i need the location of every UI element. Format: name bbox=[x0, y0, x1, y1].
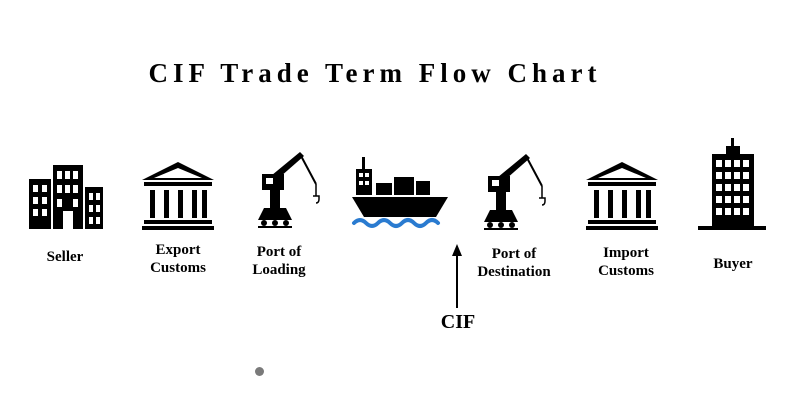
label-port-of-destination: Port of Destination bbox=[477, 245, 550, 281]
label-line: Import bbox=[603, 245, 649, 261]
label-line: Destination bbox=[477, 264, 551, 280]
office-building-icon bbox=[29, 165, 103, 229]
customs-building-icon bbox=[142, 162, 214, 230]
label-import-customs: Import Customs bbox=[598, 244, 654, 280]
up-arrow-icon bbox=[452, 244, 462, 308]
customs-building-icon bbox=[586, 162, 658, 230]
label-line: Buyer bbox=[713, 256, 753, 272]
label-line: Loading bbox=[252, 262, 306, 278]
decorative-dot bbox=[255, 367, 264, 376]
label-line: Seller bbox=[46, 249, 84, 265]
port-crane-icon bbox=[258, 152, 320, 228]
label-port-of-loading: Port of Loading bbox=[252, 243, 305, 279]
skyscraper-icon bbox=[698, 138, 766, 230]
port-crane-icon bbox=[484, 154, 546, 230]
label-line: Customs bbox=[150, 260, 206, 276]
label-export-customs: Export Customs bbox=[150, 241, 206, 277]
label-buyer: Buyer bbox=[713, 255, 752, 273]
label-line: Port of bbox=[256, 244, 302, 260]
label-line: Customs bbox=[598, 263, 654, 279]
diagram-title: CIF Trade Term Flow Chart bbox=[148, 58, 602, 88]
label-seller: Seller bbox=[47, 248, 84, 266]
cif-marker-label: CIF bbox=[440, 311, 476, 333]
cargo-ship-icon bbox=[352, 157, 448, 228]
label-line: Port of bbox=[491, 246, 537, 262]
label-line: Export bbox=[155, 242, 201, 258]
